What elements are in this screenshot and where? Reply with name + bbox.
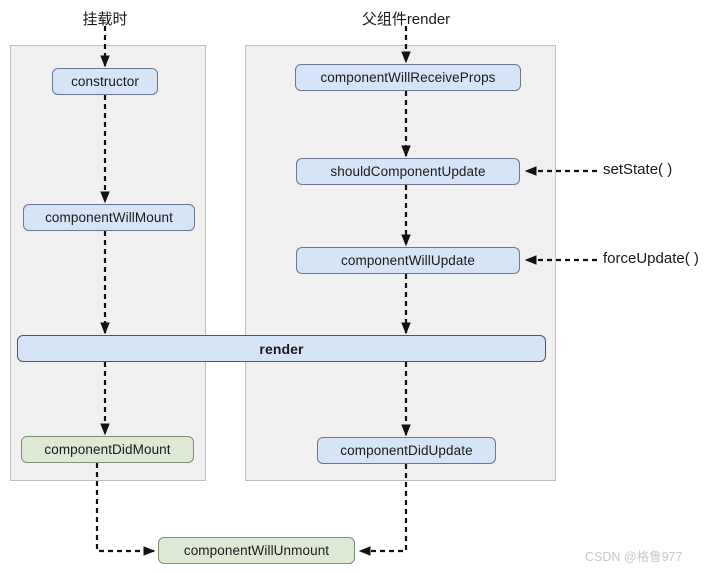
watermark: CSDN @格鲁977: [585, 550, 683, 564]
node-component-did-update[interactable]: componentDidUpdate: [317, 437, 496, 464]
node-component-did-mount[interactable]: componentDidMount: [21, 436, 194, 463]
mounting-title: 挂载时: [82, 11, 128, 28]
parent-render-title: 父组件render: [361, 11, 451, 28]
node-render[interactable]: render: [17, 335, 546, 362]
node-constructor[interactable]: constructor: [52, 68, 158, 95]
node-component-will-receive-props[interactable]: componentWillReceiveProps: [295, 64, 521, 91]
mounting-panel: [10, 45, 206, 481]
label-force-update: forceUpdate( ): [603, 250, 699, 267]
node-component-will-unmount[interactable]: componentWillUnmount: [158, 537, 355, 564]
label-set-state: setState( ): [603, 161, 673, 178]
node-should-component-update[interactable]: shouldComponentUpdate: [296, 158, 520, 185]
node-component-will-update[interactable]: componentWillUpdate: [296, 247, 520, 274]
node-component-will-mount[interactable]: componentWillMount: [23, 204, 195, 231]
